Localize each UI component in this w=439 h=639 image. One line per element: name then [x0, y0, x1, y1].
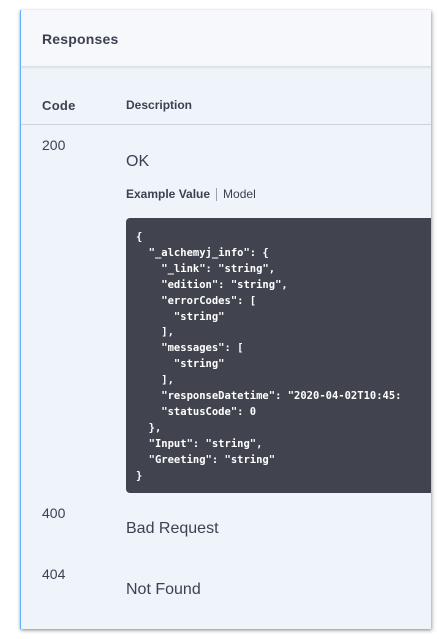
response-code-200: 200: [42, 137, 66, 153]
code-column-header: Code: [42, 98, 76, 113]
tab-divider: [216, 187, 218, 201]
response-description-400: Bad Request: [126, 520, 219, 537]
tab-example-value[interactable]: Example Value: [126, 187, 211, 201]
tab-model[interactable]: Model: [223, 187, 256, 201]
responses-title: Responses: [42, 31, 119, 47]
response-code-404: 404: [42, 566, 66, 582]
example-value-code-block[interactable]: { "_alchemyj_info": { "_link": "string",…: [126, 218, 431, 493]
description-column-header: Description: [126, 98, 193, 112]
response-code-400: 400: [42, 505, 66, 521]
header-divider: [21, 124, 431, 125]
example-tabs: Example Value Model: [126, 187, 256, 201]
responses-header: Responses: [21, 10, 431, 67]
responses-panel: Responses Code Description 200 OK Exampl…: [20, 10, 431, 629]
response-description-404: Not Found: [126, 581, 201, 598]
response-description-200: OK: [126, 153, 150, 170]
example-json: { "_alchemyj_info": { "_link": "string",…: [136, 231, 402, 482]
